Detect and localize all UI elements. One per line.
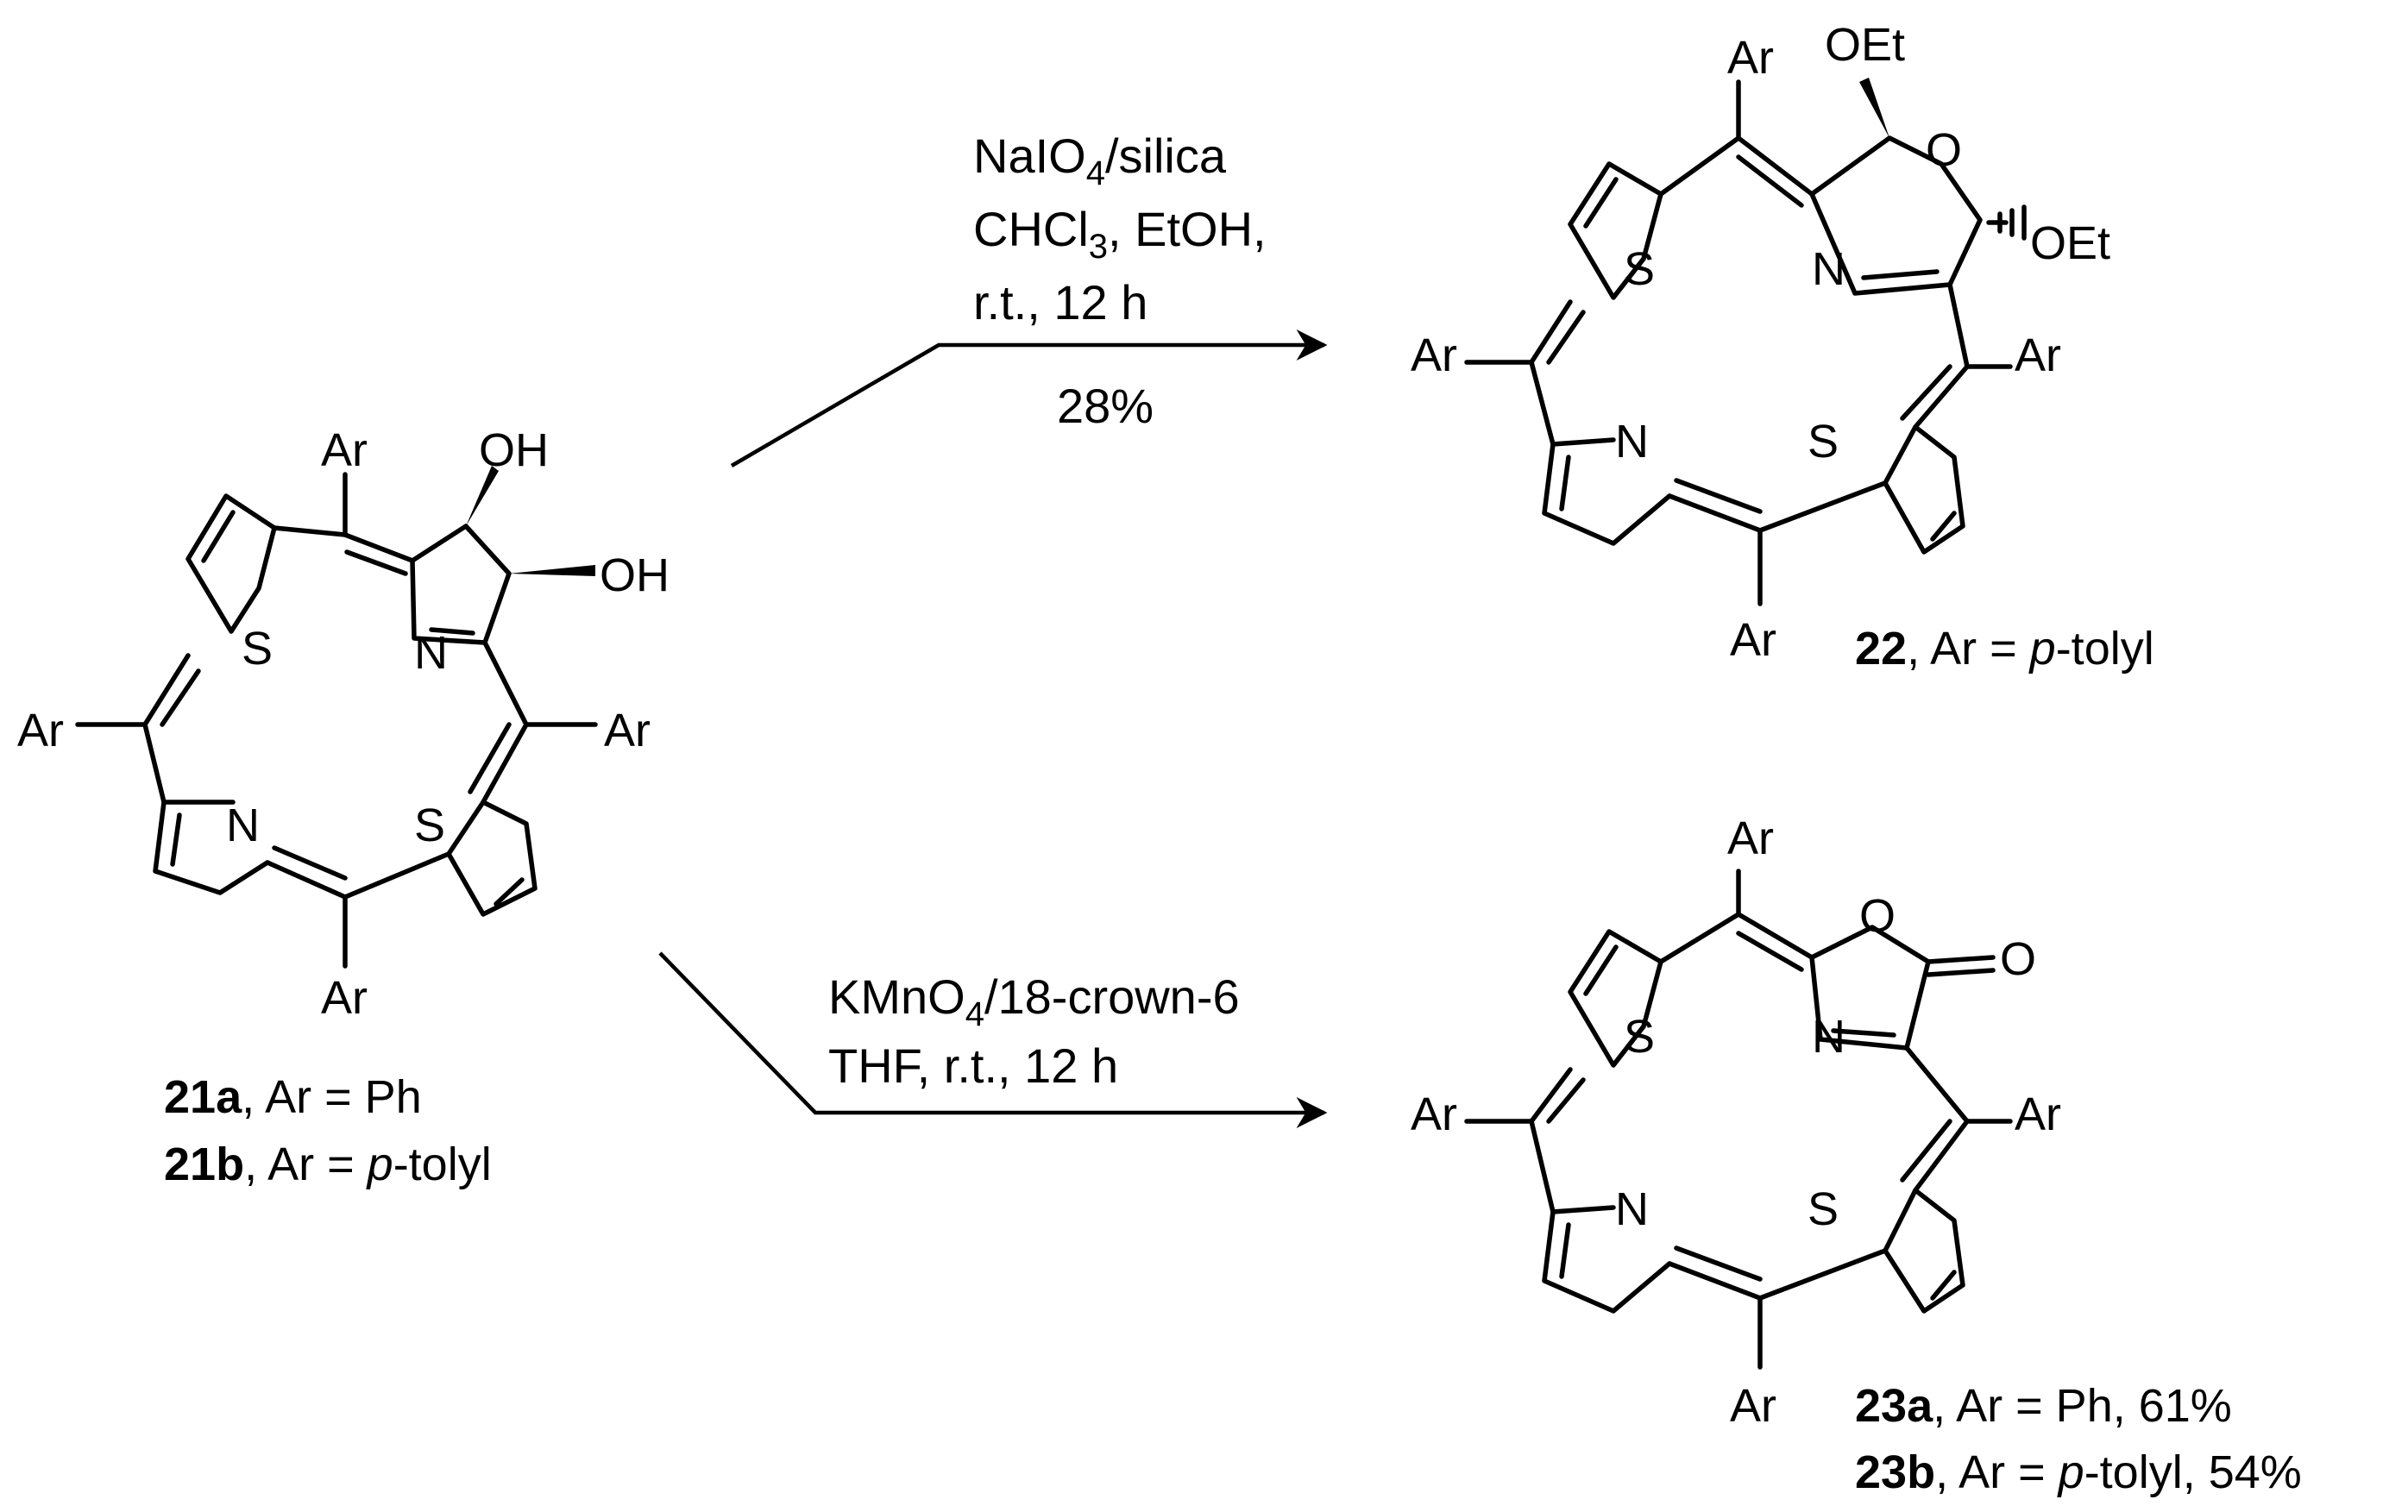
reagent-label: NaIO4/silica xyxy=(973,129,1227,192)
aryl-label: Ar xyxy=(1730,614,1776,666)
hashed-bond xyxy=(1986,204,2027,241)
aryl-label: Ar xyxy=(321,972,368,1024)
yield-label: 28% xyxy=(1057,379,1154,433)
ring-oxygen: O xyxy=(1859,890,1896,942)
carbonyl-oxygen: O xyxy=(2000,933,2036,985)
ethoxy-label: OEt xyxy=(1825,19,1905,71)
conditions-label: r.t., 12 h xyxy=(973,275,1147,329)
reagent-label: KMnO4/18-crown-6 xyxy=(828,969,1240,1033)
wedge-bond xyxy=(509,565,595,576)
aryl-label: Ar xyxy=(1730,1380,1776,1432)
wedge-bond xyxy=(466,466,499,526)
compound-label-22: 22, Ar = p-tolyl xyxy=(1855,623,2154,674)
atom-n: N xyxy=(1812,1011,1845,1063)
solvent-label: CHCl3, EtOH, xyxy=(973,202,1267,266)
aryl-label: Ar xyxy=(1411,329,1457,381)
atom-n: N xyxy=(1615,416,1649,467)
atom-s: S xyxy=(1808,1183,1839,1235)
atom-n: N xyxy=(414,627,448,679)
conditions-label: THF, r.t., 12 h xyxy=(828,1038,1118,1093)
product-22-structure: Ar OEt O OEt S N Ar Ar N S Ar 22, Ar = p… xyxy=(1411,19,2154,674)
wedge-bond xyxy=(1859,78,1889,138)
atom-s: S xyxy=(1808,416,1839,467)
aryl-label: Ar xyxy=(2015,329,2061,381)
aryl-label: Ar xyxy=(17,705,64,756)
reaction-arrow-bottom: KMnO4/18-crown-6 THF, r.t., 12 h xyxy=(658,951,1328,1128)
atom-s: S xyxy=(1624,243,1655,295)
atom-n: N xyxy=(226,800,260,851)
porphyrin-skeleton xyxy=(75,466,598,969)
atom-n: N xyxy=(1812,243,1845,295)
porphyrin-skeleton xyxy=(1464,78,2027,606)
ethoxy-label: OEt xyxy=(2030,217,2110,269)
product-23-structure: Ar O O S N Ar Ar N S Ar 23a, Ar = Ph, 61… xyxy=(1411,812,2302,1498)
aryl-label: Ar xyxy=(1411,1089,1457,1140)
aryl-label: Ar xyxy=(1727,32,1774,84)
atom-s: S xyxy=(1624,1011,1655,1063)
aryl-label: Ar xyxy=(1727,812,1774,864)
compound-label-21b: 21b, Ar = p-tolyl xyxy=(164,1139,492,1190)
ring-oxygen: O xyxy=(1926,124,1962,176)
aryl-label: Ar xyxy=(321,424,368,476)
hydroxyl-label: OH xyxy=(600,549,670,601)
compound-label-21a: 21a, Ar = Ph xyxy=(164,1071,422,1123)
atom-n: N xyxy=(1615,1183,1649,1235)
atom-s: S xyxy=(414,800,445,851)
compound-label-23b: 23b, Ar = p-tolyl, 54% xyxy=(1855,1446,2302,1498)
aryl-label: Ar xyxy=(2015,1089,2061,1140)
atom-s: S xyxy=(242,623,273,674)
compound-label-23a: 23a, Ar = Ph, 61% xyxy=(1855,1380,2232,1432)
porphyrin-skeleton xyxy=(1464,869,2013,1370)
aryl-label: Ar xyxy=(604,705,651,756)
reactant-21-structure: Ar S N OH OH Ar Ar N S Ar 21a, Ar = Ph 2… xyxy=(17,424,670,1190)
reaction-arrow-top: NaIO4/silica CHCl3, EtOH, r.t., 12 h 28% xyxy=(730,129,1328,467)
hydroxyl-label: OH xyxy=(479,424,549,476)
